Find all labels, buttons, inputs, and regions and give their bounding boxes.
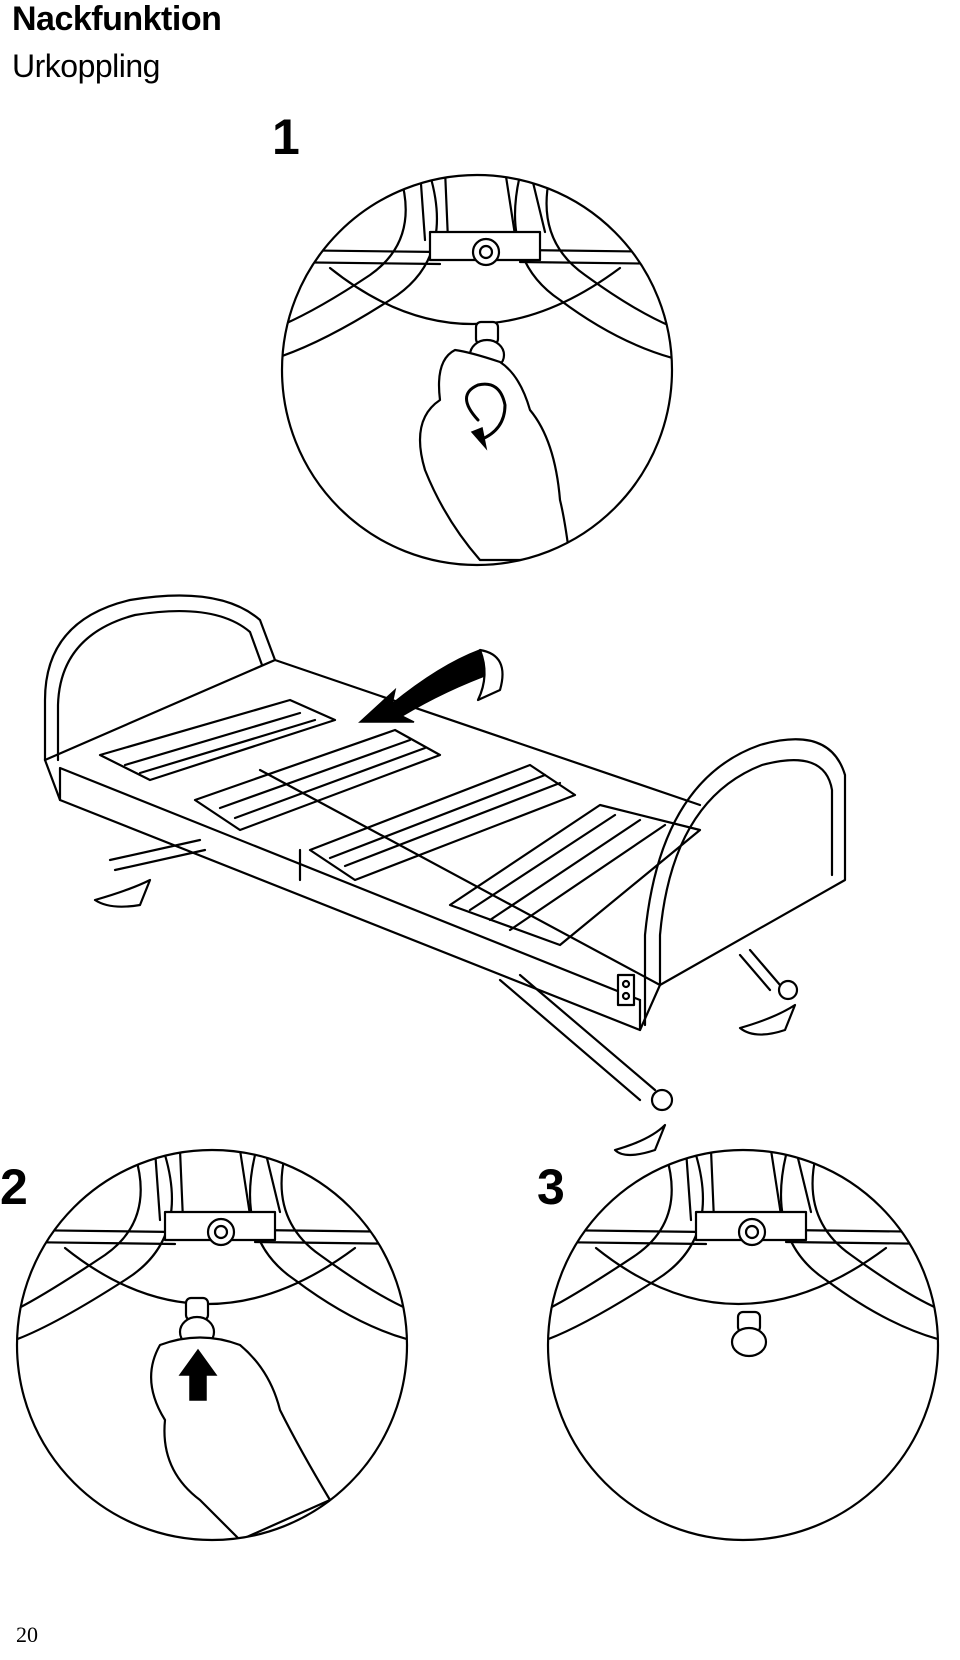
- page-number: 20: [16, 1622, 38, 1647]
- step-number-3: 3: [537, 1159, 565, 1215]
- step-number-1: 1: [272, 109, 300, 165]
- step-number-2: 2: [0, 1159, 28, 1215]
- detail-circle-1: [280, 173, 674, 567]
- bed-illustration: [43, 594, 847, 1157]
- detail-circle-2: [15, 1148, 409, 1542]
- page-subtitle: Urkoppling: [12, 48, 160, 84]
- detail-circle-3: [546, 1148, 940, 1542]
- page-title: Nackfunktion: [12, 0, 222, 38]
